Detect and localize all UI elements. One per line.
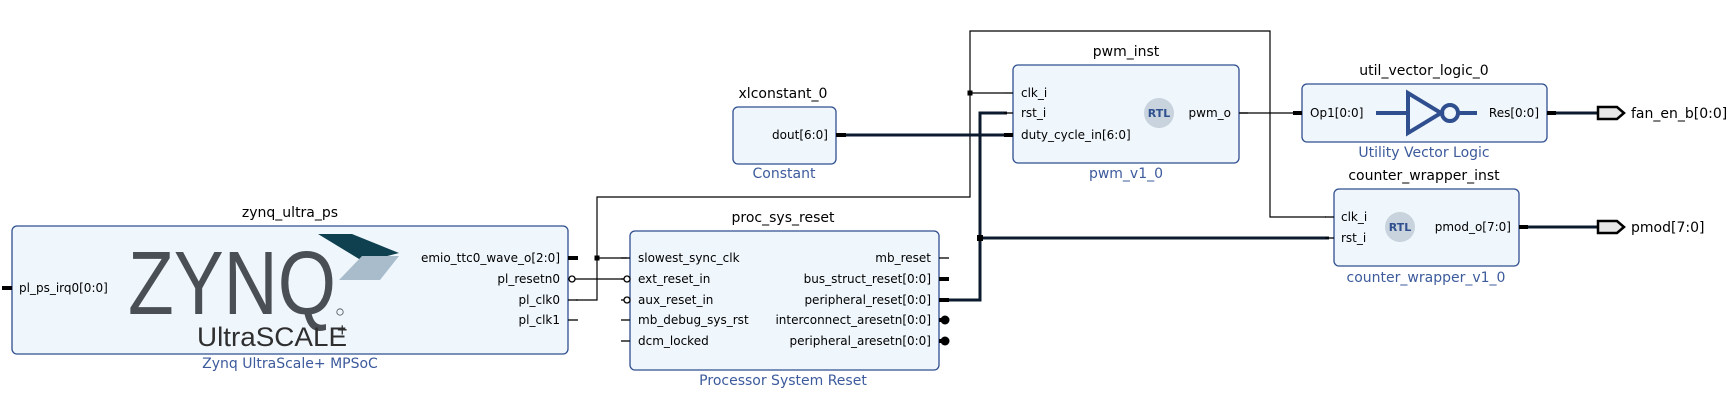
block-title: xlconstant_0 — [739, 86, 828, 102]
output-port-icon — [1596, 219, 1626, 235]
pin-label: peripheral_reset[0:0] — [804, 293, 931, 307]
pin-label: Op1[0:0] — [1310, 106, 1363, 120]
block-title: proc_sys_reset — [732, 210, 835, 226]
block-pwm-inst[interactable]: pwm_inst pwm_v1_0 clk_i rst_i duty_cycle… — [1004, 44, 1248, 182]
pin-label: pl_clk0 — [519, 293, 560, 307]
net-peripheral-reset[interactable] — [947, 111, 1007, 302]
pin-label: mb_reset — [875, 251, 931, 265]
pin-label: clk_i — [1021, 86, 1047, 100]
logo-plus: + — [337, 320, 348, 340]
block-zynq-ultra-ps[interactable]: zynq_ultra_ps Zynq UltraScale+ MPSoC ZYN… — [2, 205, 578, 372]
pin-label: peripheral_aresetn[0:0] — [789, 334, 931, 348]
block-subtitle: Processor System Reset — [699, 373, 867, 389]
block-counter-wrapper-inst[interactable]: counter_wrapper_inst counter_wrapper_v1_… — [1325, 168, 1528, 286]
pin-label: ext_reset_in — [638, 272, 710, 286]
pin-label: rst_i — [1021, 106, 1046, 120]
pin-bubble — [568, 275, 576, 283]
block-util-vector-logic[interactable]: util_vector_logic_0 Utility Vector Logic… — [1293, 63, 1556, 161]
port-fan-en-b[interactable]: fan_en_b[0:0] — [1596, 105, 1727, 122]
block-subtitle: counter_wrapper_v1_0 — [1347, 270, 1506, 286]
pin-label: bus_struct_reset[0:0] — [804, 272, 931, 286]
block-title: counter_wrapper_inst — [1348, 168, 1500, 184]
pin-label: duty_cycle_in[6:0] — [1021, 128, 1131, 142]
logo-teal-shape — [318, 234, 399, 262]
block-xlconstant[interactable]: xlconstant_0 Constant dout[6:0] — [732, 86, 846, 182]
pin-bubble — [940, 315, 950, 325]
rtl-badge-icon — [1385, 212, 1415, 242]
block-title: pwm_inst — [1093, 44, 1160, 60]
pin-label: pl_ps_irq0[0:0] — [19, 281, 108, 295]
pin-label: aux_reset_in — [638, 293, 713, 307]
pin-label: pmod_o[7:0] — [1435, 220, 1511, 234]
pin-label: interconnect_aresetn[0:0] — [775, 313, 931, 327]
port-pmod[interactable]: pmod[7:0] — [1596, 219, 1704, 236]
pin-label: mb_debug_sys_rst — [638, 313, 749, 327]
block-subtitle: Zynq UltraScale+ MPSoC — [202, 356, 378, 372]
rtl-badge-icon — [1144, 98, 1174, 128]
pin-bubble — [623, 296, 631, 304]
junction-dot — [594, 255, 600, 261]
block-body — [1012, 64, 1240, 164]
pin-label: Res[0:0] — [1489, 106, 1539, 120]
block-subtitle: pwm_v1_0 — [1089, 166, 1163, 182]
pin-bubble — [623, 275, 631, 283]
output-port-icon — [1596, 105, 1626, 121]
pin-label: pl_resetn0 — [497, 272, 560, 286]
zynq-logo: ZYNQ UltraSCALE + — [128, 234, 399, 352]
pin-label: rst_i — [1341, 231, 1366, 245]
pin-label: dout[6:0] — [772, 128, 828, 142]
pin-label: pwm_o — [1189, 106, 1231, 120]
registered-mark — [336, 308, 344, 316]
block-proc-sys-reset[interactable]: proc_sys_reset Processor System Reset sl… — [621, 210, 950, 389]
port-label: pmod[7:0] — [1631, 220, 1704, 236]
block-subtitle: Constant — [753, 166, 816, 182]
pin-label: dcm_locked — [638, 334, 709, 348]
inverter-icon — [1376, 89, 1477, 137]
net-pl-clk0[interactable] — [576, 30, 1326, 301]
logo-light-shape — [339, 256, 399, 280]
pin-label: clk_i — [1341, 210, 1367, 224]
junction-dot — [977, 235, 983, 241]
logo-sub: UltraSCALE — [197, 322, 347, 352]
pin-label: pl_clk1 — [519, 313, 560, 327]
port-label: fan_en_b[0:0] — [1631, 106, 1727, 122]
block-title: util_vector_logic_0 — [1359, 63, 1488, 79]
junction-dot — [967, 90, 973, 96]
pin-label: emio_ttc0_wave_o[2:0] — [421, 251, 560, 265]
logo-text: ZYNQ — [128, 234, 336, 334]
pin-label: slowest_sync_clk — [638, 251, 740, 265]
block-title: zynq_ultra_ps — [242, 205, 338, 221]
rtl-badge-text: RTL — [1148, 107, 1171, 120]
block-subtitle: Utility Vector Logic — [1358, 145, 1489, 161]
rtl-badge-text: RTL — [1389, 221, 1412, 234]
pin-bubble — [940, 336, 950, 346]
nets — [576, 30, 1598, 302]
